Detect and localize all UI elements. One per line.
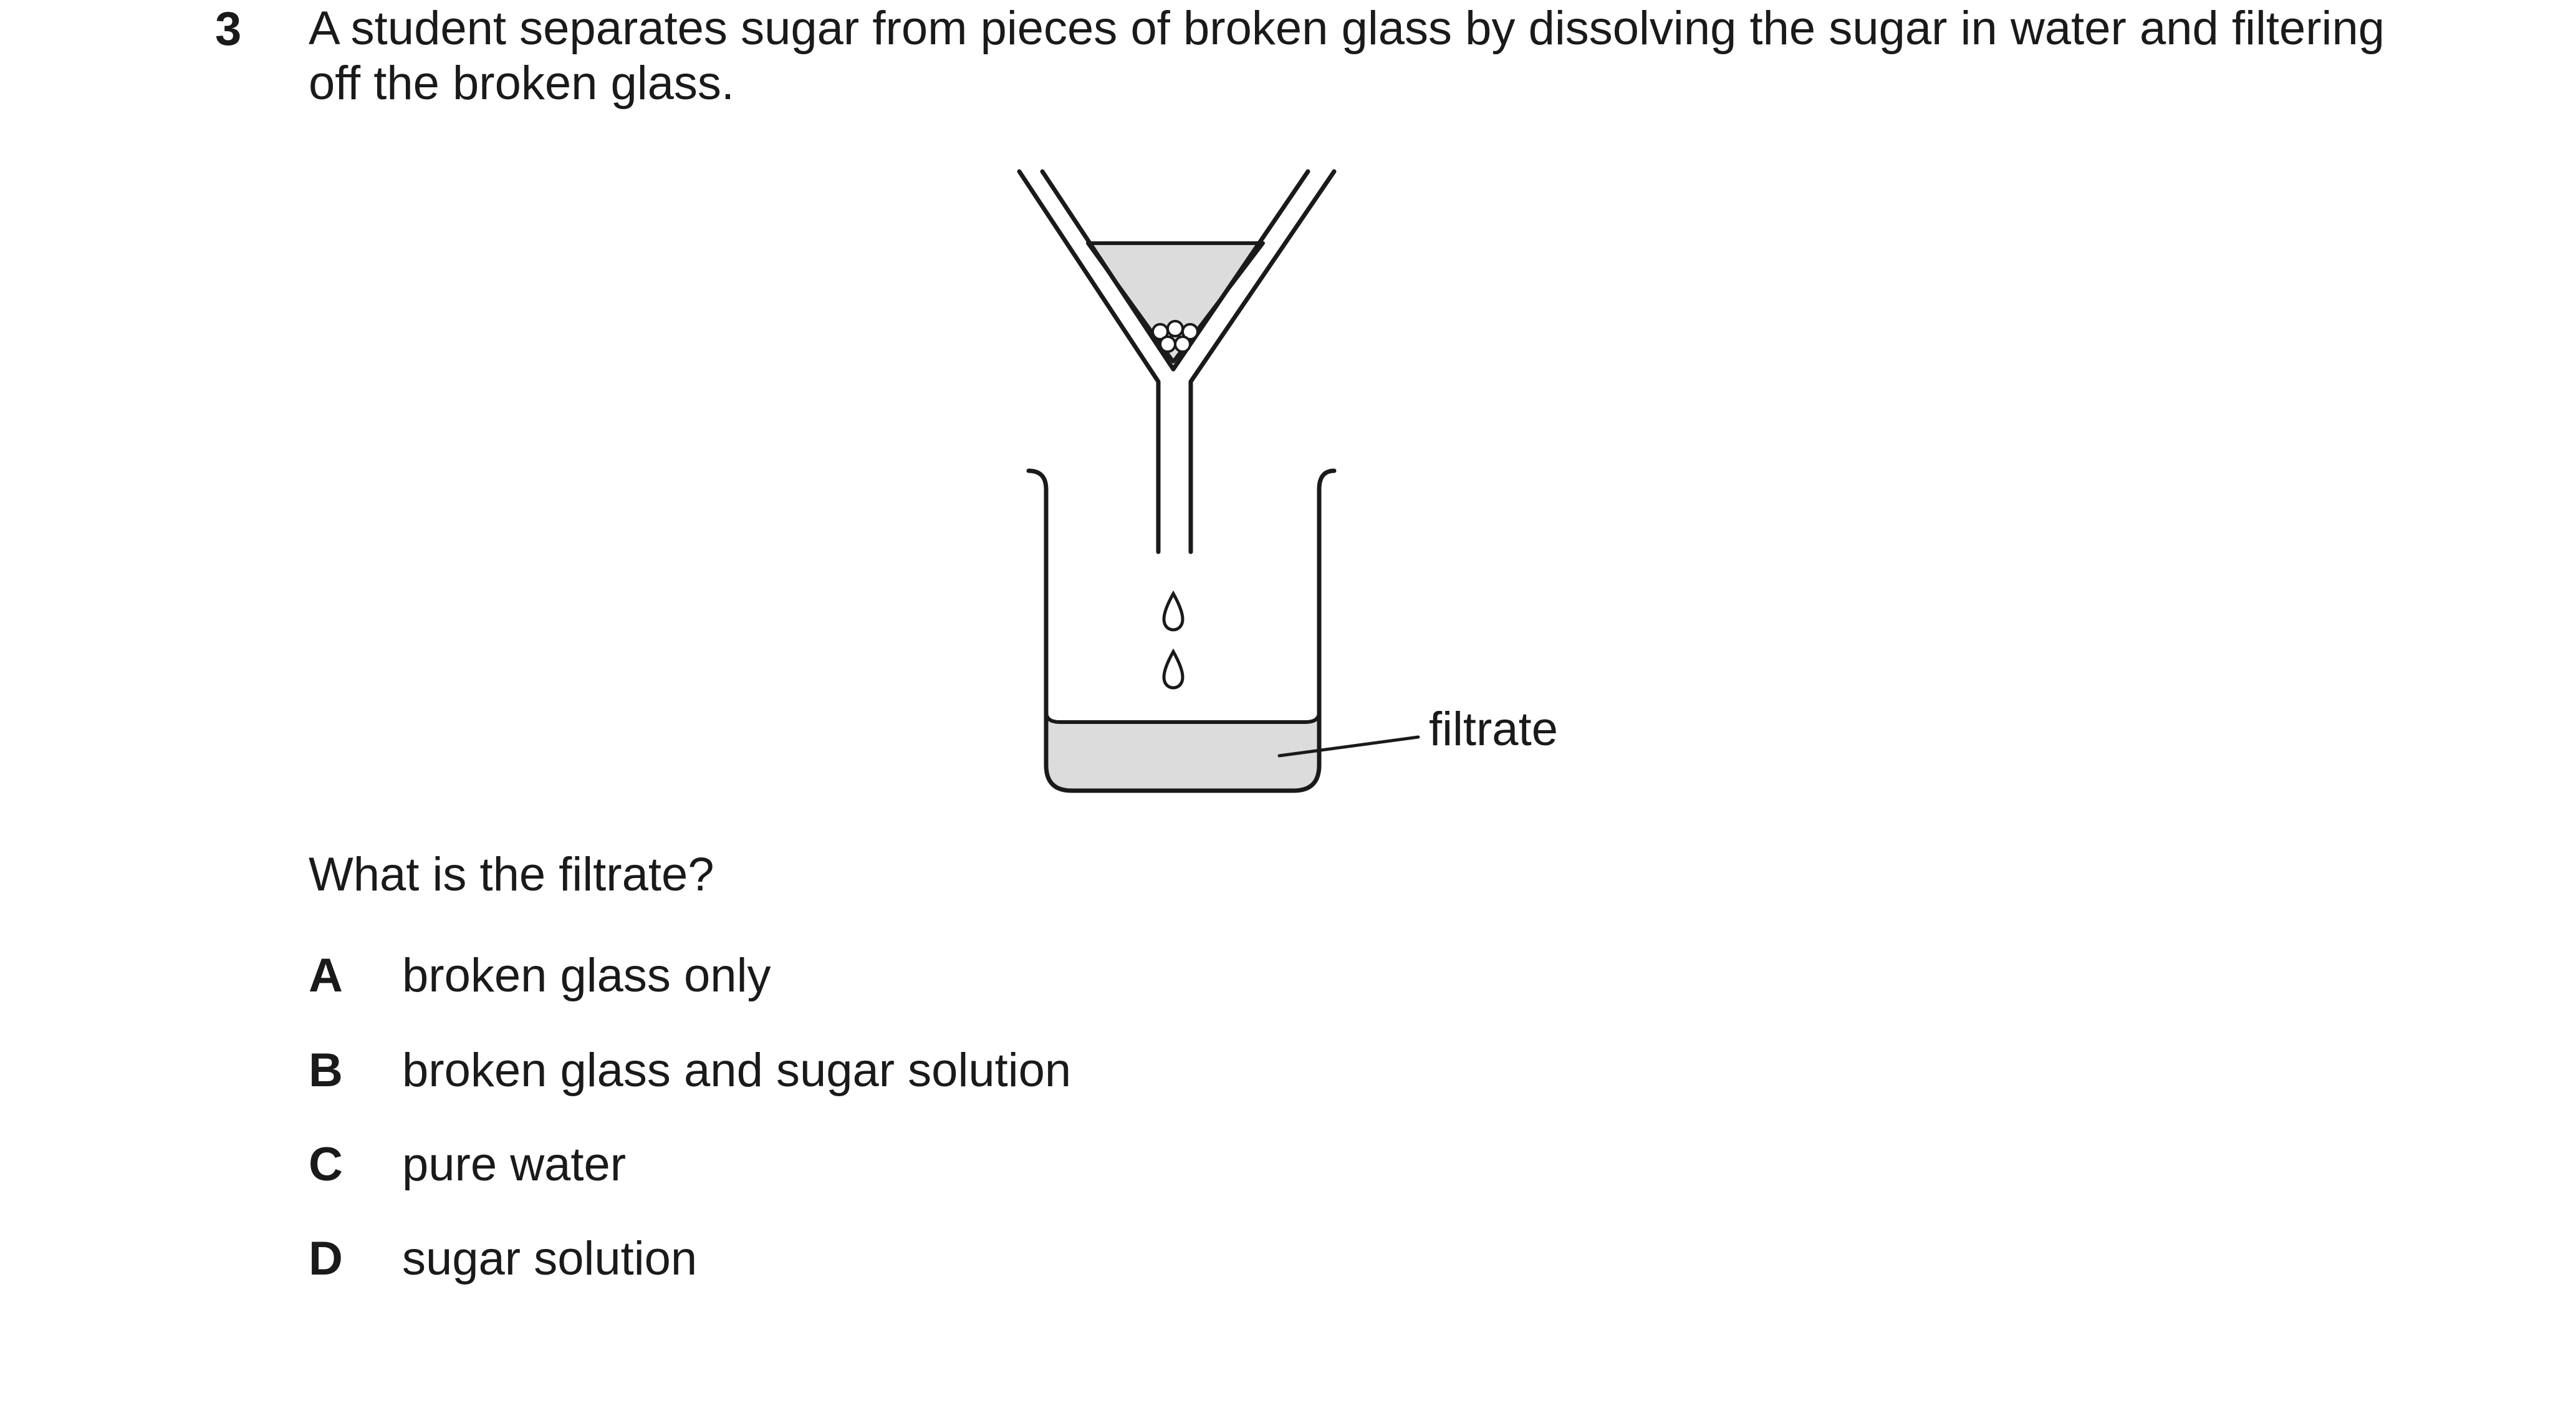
beaker-filtrate-liquid: [1044, 711, 1321, 793]
beaker: [1026, 468, 1337, 793]
question-prompt: What is the filtrate?: [309, 848, 714, 901]
option-letter: A: [309, 949, 343, 1002]
option-text: broken glass only: [402, 949, 771, 1002]
question-stem: A student separates sugar from pieces of…: [309, 2, 2385, 110]
drop-upper: [1162, 590, 1185, 632]
option-text: pure water: [402, 1138, 627, 1191]
option-text: sugar solution: [402, 1232, 698, 1285]
broken-glass-pieces: [1151, 320, 1199, 353]
option-letter: C: [309, 1138, 343, 1191]
filtrate-leader-line: [1277, 735, 1420, 758]
option-letter: B: [309, 1044, 343, 1097]
option-text: broken glass and sugar solution: [402, 1044, 1072, 1097]
question-number: 3: [215, 2, 242, 55]
option-letter: D: [309, 1232, 343, 1285]
falling-drops: [1162, 590, 1185, 690]
drop-lower: [1162, 648, 1185, 690]
funnel: [1017, 169, 1337, 554]
filtrate-label: filtrate: [1429, 703, 1558, 756]
